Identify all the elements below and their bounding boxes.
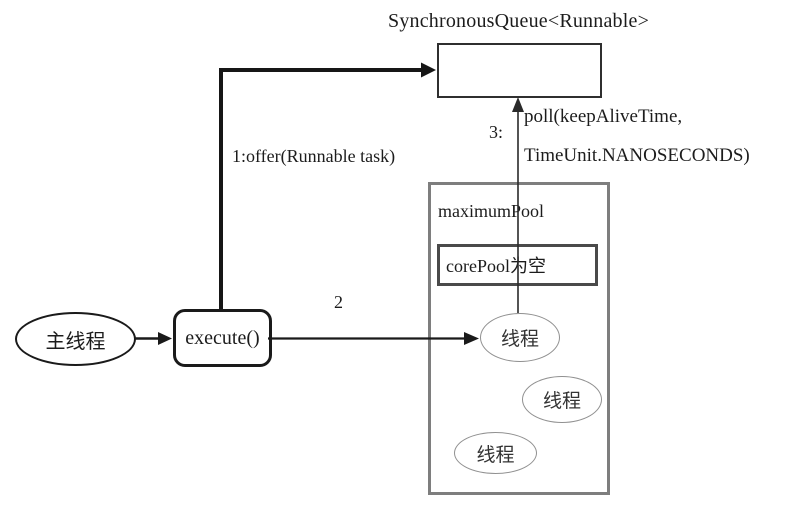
main-thread-label: 主线程	[45, 330, 106, 353]
offer-arrow-line	[219, 68, 424, 309]
thread-ellipse-3: 线程	[454, 432, 537, 474]
offer-arrowhead-icon	[421, 62, 436, 78]
core-pool-label: corePool为空	[446, 256, 546, 276]
synchronous-queue-box	[437, 43, 602, 98]
main-thread-ellipse: 主线程	[15, 312, 136, 366]
thread-label: 线程	[476, 444, 515, 466]
execute-label: execute()	[185, 326, 260, 349]
synchronous-queue-title: SynchronousQueue<Runnable>	[388, 10, 650, 32]
thread-ellipse-1: 线程	[480, 313, 560, 362]
thread-label: 线程	[542, 391, 581, 412]
poll-label-line1: poll(keepAliveTime,	[524, 106, 683, 127]
maximum-pool-label: maximumPool	[438, 201, 545, 221]
step3-number-label: 3:	[489, 122, 504, 142]
thread-ellipse-2: 线程	[522, 376, 602, 423]
poll-arrowhead-icon	[512, 97, 524, 112]
main-to-execute-arrowhead-icon	[158, 332, 172, 345]
thread-label: 线程	[500, 329, 539, 350]
offer-arrow-label: 1:offer(Runnable task)	[232, 146, 396, 166]
poll-label-line2: TimeUnit.NANOSECONDS)	[524, 145, 750, 166]
core-pool-box: corePool为空	[437, 244, 598, 286]
step2-number-label: 2	[334, 292, 343, 312]
execute-node: execute()	[173, 309, 272, 367]
